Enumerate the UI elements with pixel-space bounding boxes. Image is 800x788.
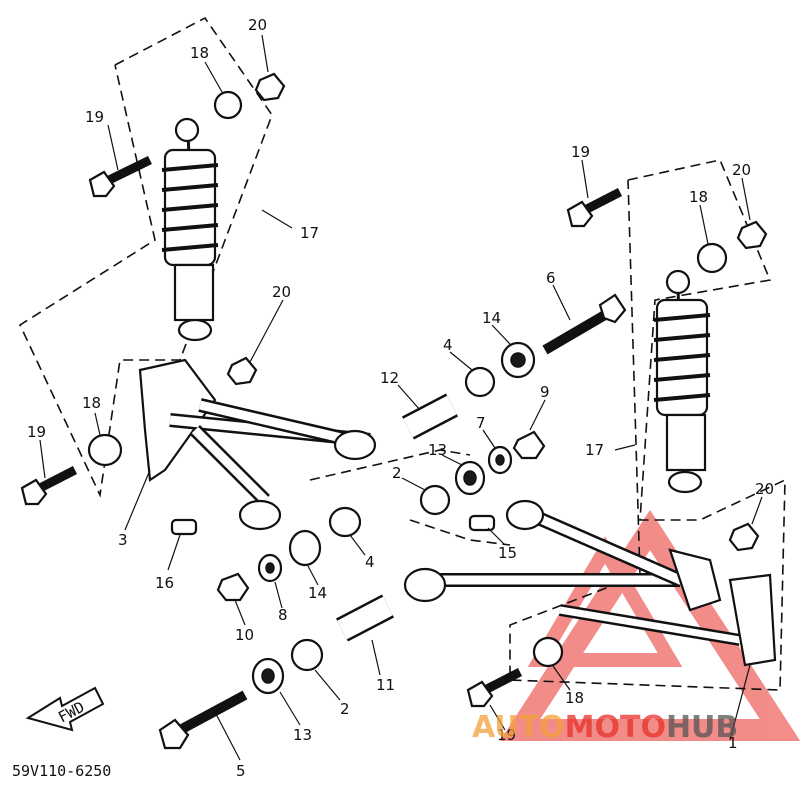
nut-9 [512,430,546,460]
left-bottom-bolt-19 [20,465,78,506]
callout-17: 17 [585,441,604,459]
callout-19: 19 [27,423,46,441]
callout-labels: 20 18 19 17 20 18 19 3 16 10 8 14 4 13 2… [27,16,774,780]
callout-13: 13 [428,441,447,459]
callout-18: 18 [689,188,708,206]
grease-nipple-16 [170,518,198,536]
callout-16: 16 [155,574,174,592]
right-bottom-bolt-19 [466,667,523,708]
nut-10 [216,572,250,602]
callout-8: 8 [278,606,288,624]
collar-12 [401,393,459,440]
callout-7: 7 [476,414,486,432]
callout-13: 13 [293,726,312,744]
left-bottom-bushing-18 [87,433,123,467]
callout-3: 3 [118,531,128,549]
grease-nipple-15 [468,514,496,532]
bushing-2-left [290,638,324,672]
right-top-nut-20 [736,220,768,250]
callout-19: 19 [85,108,104,126]
left-top-nut-20 [254,72,286,102]
right-top-bushing-18 [696,242,728,274]
seal-14-center [500,341,536,379]
watermark-text-part2: MOTO [565,710,666,745]
washer-8 [257,553,283,583]
callout-14: 14 [482,309,501,327]
left-top-bolt-19 [88,155,152,198]
callout-19: 19 [497,726,516,744]
callout-20: 20 [755,480,774,498]
callout-1: 1 [728,734,738,752]
left-shock-absorber [161,117,219,342]
right-top-bolt-19 [566,187,623,228]
left-bottom-nut-20 [226,356,258,386]
bearing-13-center [454,460,486,496]
callout-18: 18 [190,44,209,62]
right-bottom-nut-20 [728,522,760,552]
callout-19: 19 [571,143,590,161]
callout-2: 2 [392,464,402,482]
callout-2: 2 [340,700,350,718]
callout-12: 12 [380,369,399,387]
bushing-4-left [328,506,362,538]
callout-14: 14 [308,584,327,602]
callout-6: 6 [546,269,556,287]
watermark-text: AUTOMOTOHUB [472,710,738,745]
callout-5: 5 [236,762,246,780]
left-lower-dashed-line [409,519,511,546]
diagram-code: 59V110-6250 [12,762,111,780]
collar-11 [335,594,395,642]
callout-18: 18 [565,689,584,707]
callout-18: 18 [82,394,101,412]
callout-4: 4 [443,336,453,354]
bolt-6 [542,293,627,355]
right-bottom-bushing-18 [532,636,564,668]
watermark-text-part1: AUTO [472,710,565,745]
callout-15: 15 [498,544,517,562]
right-shock-absorber [653,269,711,494]
left-top-bushing-18 [213,90,243,120]
right-lower-dashed-line [309,449,471,481]
callout-11: 11 [376,676,395,694]
fwd-arrow: FWD [25,686,105,732]
seal-14-left [288,529,322,567]
callout-17: 17 [300,224,319,242]
watermark-text-part3: HUB [666,710,738,745]
callout-9: 9 [540,383,550,401]
callout-20: 20 [732,161,751,179]
right-shock-dashed-outline [509,159,786,691]
left-a-arm [138,358,377,531]
bolt-5 [158,690,248,750]
bushing-4-center [464,366,496,398]
callout-20: 20 [248,16,267,34]
washer-7 [487,445,513,475]
callout-4: 4 [365,553,375,571]
leader-lines [39,34,763,761]
callout-10: 10 [235,626,254,644]
bushing-2-center [419,484,451,516]
callout-20: 20 [272,283,291,301]
right-a-arm [403,499,777,667]
bearing-13-left [251,657,285,695]
